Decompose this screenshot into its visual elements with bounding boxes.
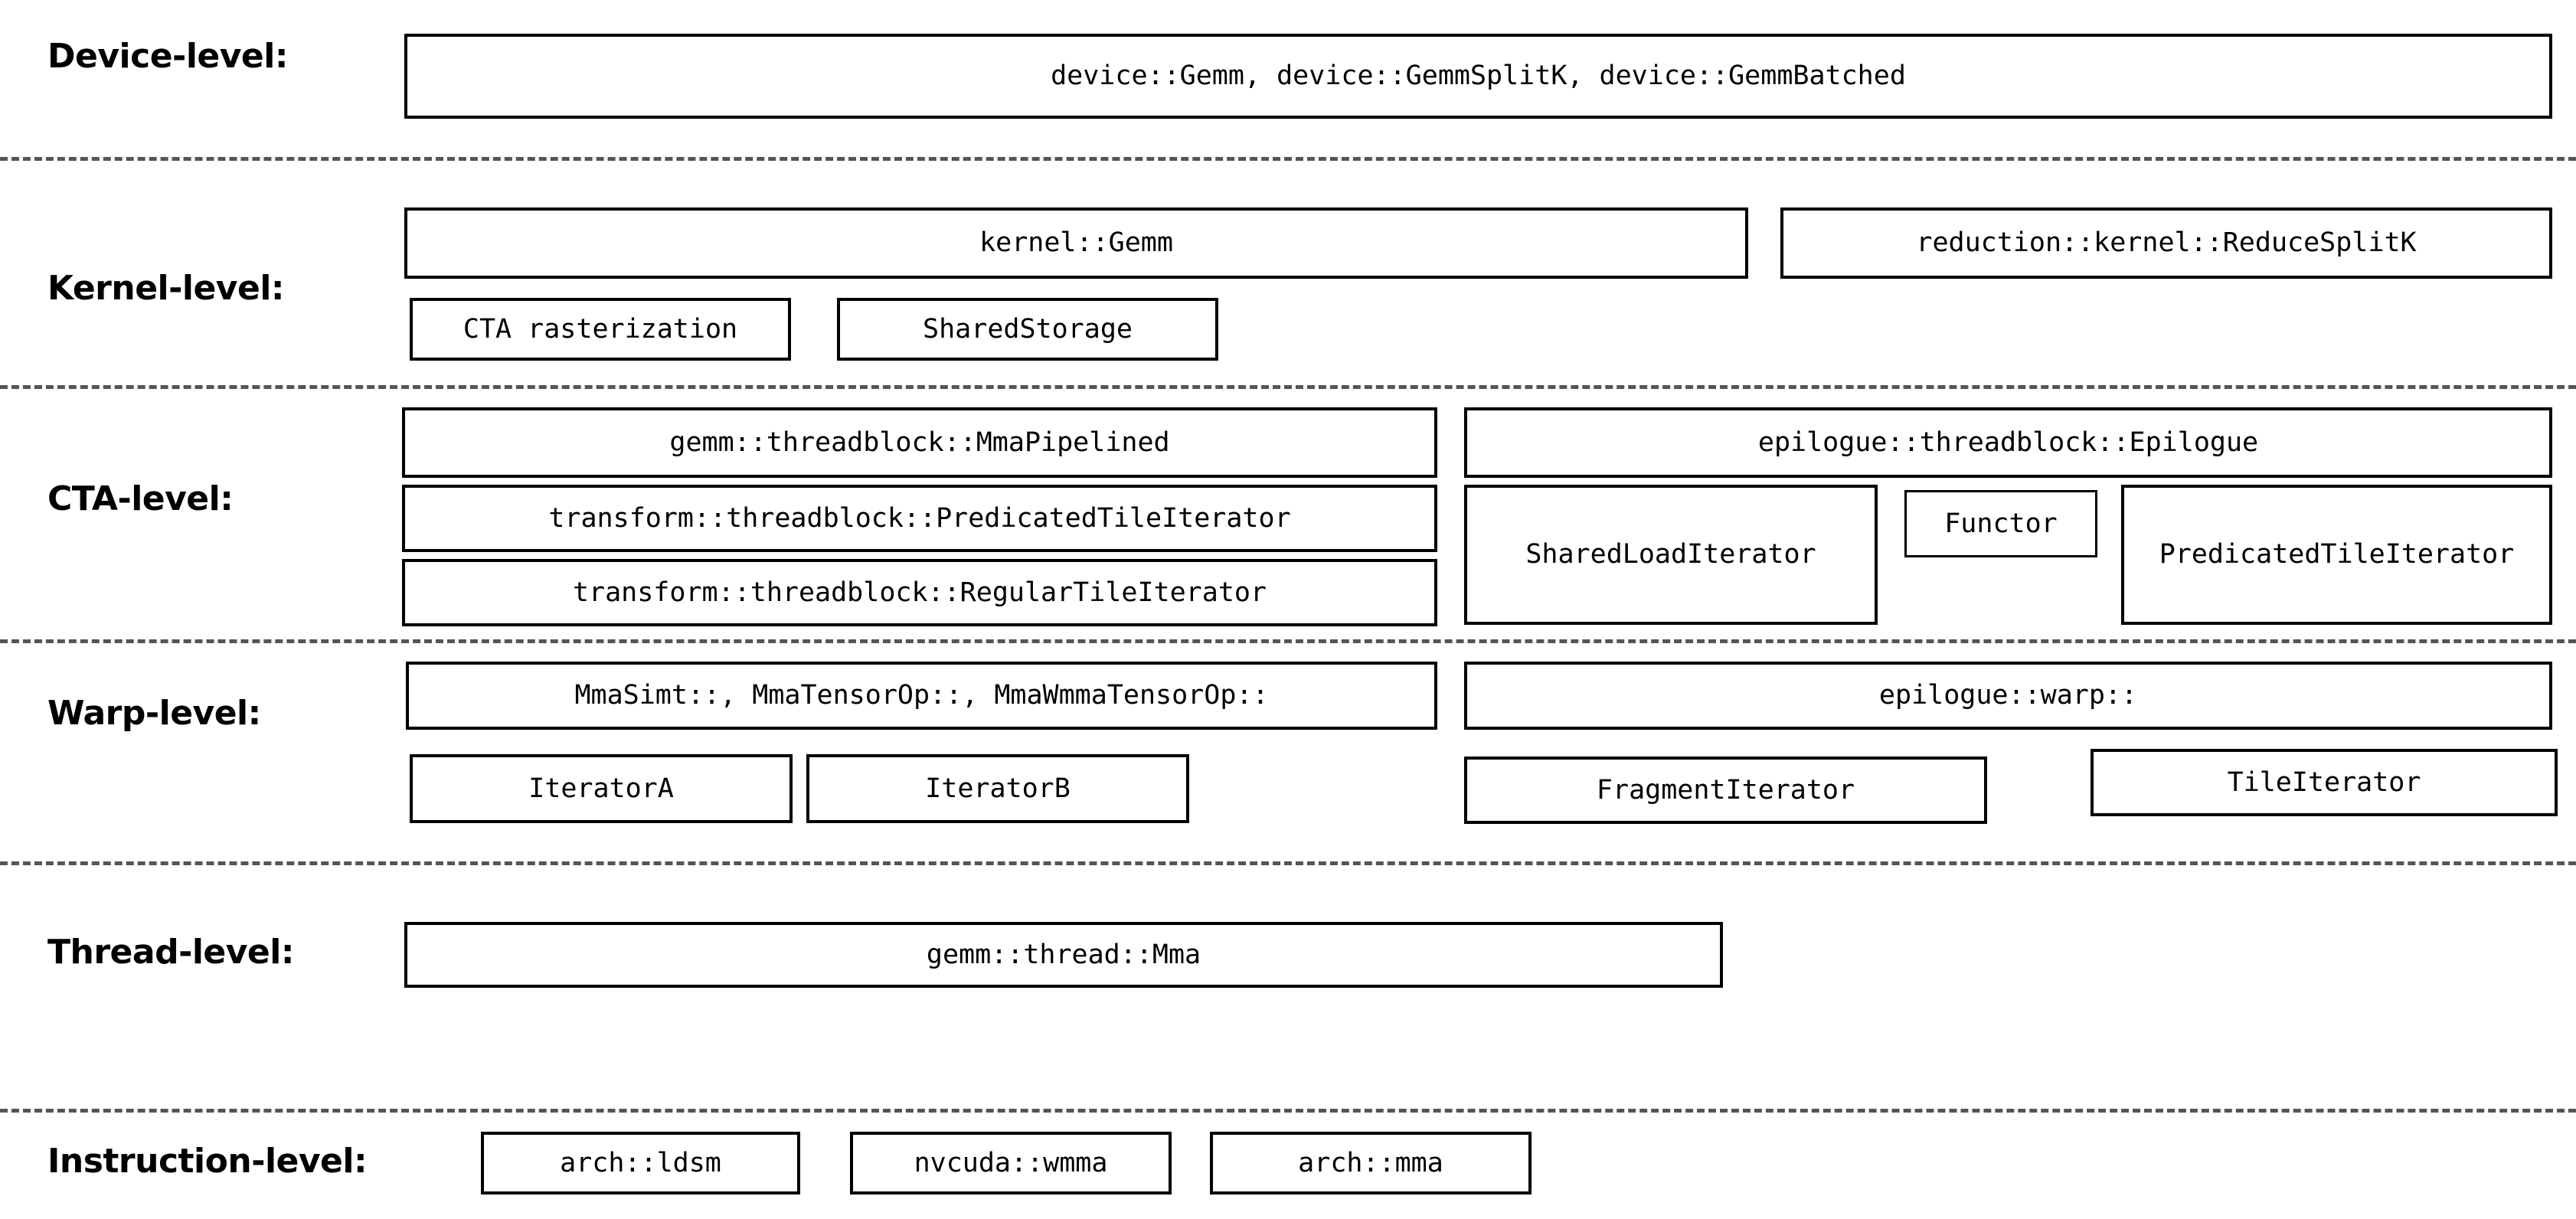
- box-arch-mma-label: arch::mma: [1298, 1147, 1443, 1178]
- separator-5: [0, 1109, 2576, 1113]
- box-iterator-b-label: IteratorB: [925, 773, 1071, 804]
- level-label-warp: Warp-level:: [47, 694, 261, 733]
- separator-3: [0, 639, 2576, 643]
- box-iterator-b[interactable]: IteratorB: [806, 754, 1189, 823]
- box-thread-mma[interactable]: gemm::thread::Mma: [404, 922, 1723, 988]
- box-epilogue-threadblock-label: epilogue::threadblock::Epilogue: [1757, 426, 2259, 458]
- box-nvcuda-wmma[interactable]: nvcuda::wmma: [850, 1132, 1172, 1194]
- box-reduction-reducesplitk[interactable]: reduction::kernel::ReduceSplitK: [1780, 208, 2552, 279]
- box-device-gemm[interactable]: device::Gemm, device::GemmSplitK, device…: [404, 34, 2552, 119]
- box-cta-rasterization-label: CTA rasterization: [463, 313, 738, 345]
- box-kernel-gemm-label: kernel::Gemm: [979, 227, 1173, 258]
- box-arch-ldsm[interactable]: arch::ldsm: [481, 1132, 800, 1194]
- level-label-device: Device-level:: [47, 37, 288, 76]
- box-iterator-a-label: IteratorA: [528, 773, 674, 804]
- box-arch-mma[interactable]: arch::mma: [1210, 1132, 1532, 1194]
- box-kernel-gemm[interactable]: kernel::Gemm: [404, 208, 1748, 279]
- box-thread-mma-label: gemm::thread::Mma: [926, 939, 1201, 970]
- box-tile-iterator[interactable]: TileIterator: [2091, 749, 2558, 816]
- box-predicated-tile-iterator-epilogue[interactable]: PredicatedTileIterator: [2121, 485, 2552, 625]
- box-reduction-reducesplitk-label: reduction::kernel::ReduceSplitK: [1916, 227, 2417, 258]
- level-label-cta: CTA-level:: [47, 479, 234, 518]
- box-epilogue-warp[interactable]: epilogue::warp::: [1464, 662, 2552, 730]
- box-cta-rasterization[interactable]: CTA rasterization: [410, 298, 791, 361]
- box-epilogue-threadblock[interactable]: epilogue::threadblock::Epilogue: [1464, 407, 2552, 478]
- level-label-kernel: Kernel-level:: [47, 269, 285, 308]
- box-iterator-a[interactable]: IteratorA: [410, 754, 793, 823]
- box-functor[interactable]: Functor: [1904, 490, 2097, 557]
- box-mma-pipelined[interactable]: gemm::threadblock::MmaPipelined: [402, 407, 1437, 478]
- box-shared-storage-label: SharedStorage: [923, 313, 1133, 345]
- level-label-thread: Thread-level:: [47, 933, 294, 972]
- separator-4: [0, 861, 2576, 865]
- box-shared-load-iterator[interactable]: SharedLoadIterator: [1464, 485, 1878, 625]
- box-tile-iterator-label: TileIterator: [2227, 766, 2421, 798]
- box-predicated-tile-iterator-transform-label: transform::threadblock::PredicatedTileIt…: [548, 502, 1291, 534]
- box-fragment-iterator[interactable]: FragmentIterator: [1464, 757, 1987, 824]
- separator-2: [0, 385, 2576, 389]
- box-mma-pipelined-label: gemm::threadblock::MmaPipelined: [669, 426, 1170, 458]
- box-functor-label: Functor: [1944, 508, 2058, 539]
- box-shared-load-iterator-label: SharedLoadIterator: [1525, 539, 1816, 570]
- separator-1: [0, 157, 2576, 161]
- box-epilogue-warp-label: epilogue::warp::: [1878, 680, 2138, 711]
- box-fragment-iterator-label: FragmentIterator: [1596, 774, 1855, 806]
- box-regular-tile-iterator-transform-label: transform::threadblock::RegularTileItera…: [572, 577, 1267, 608]
- box-regular-tile-iterator-transform[interactable]: transform::threadblock::RegularTileItera…: [402, 559, 1437, 626]
- box-device-gemm-label: device::Gemm, device::GemmSplitK, device…: [1051, 60, 1906, 91]
- box-warp-mma-ops[interactable]: MmaSimt::, MmaTensorOp::, MmaWmmaTensorO…: [406, 662, 1437, 730]
- box-predicated-tile-iterator-transform[interactable]: transform::threadblock::PredicatedTileIt…: [402, 485, 1437, 552]
- box-predicated-tile-iterator-epilogue-label: PredicatedTileIterator: [2159, 539, 2515, 570]
- level-label-instruction: Instruction-level:: [47, 1142, 368, 1181]
- box-nvcuda-wmma-label: nvcuda::wmma: [914, 1147, 1108, 1178]
- box-shared-storage[interactable]: SharedStorage: [837, 298, 1218, 361]
- box-warp-mma-ops-label: MmaSimt::, MmaTensorOp::, MmaWmmaTensorO…: [574, 680, 1269, 711]
- box-arch-ldsm-label: arch::ldsm: [560, 1147, 721, 1178]
